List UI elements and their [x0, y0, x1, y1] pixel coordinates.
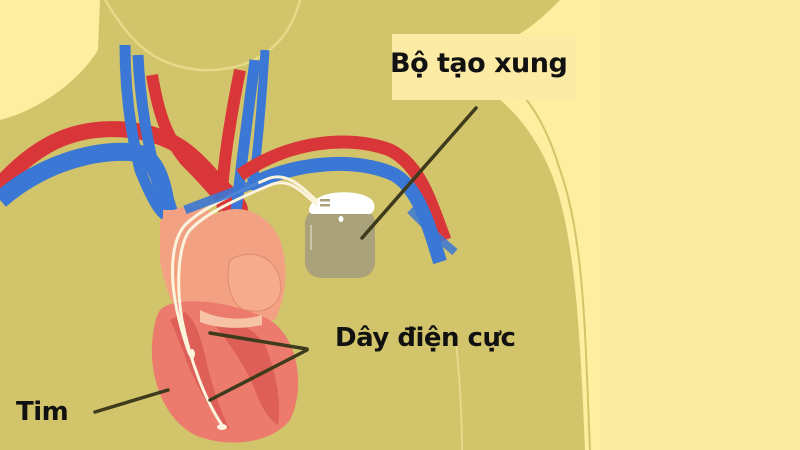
pointer-lead-ventricular: [208, 348, 309, 402]
lead-tip-ventricular: [217, 424, 227, 430]
carotid-right: [215, 68, 246, 213]
superior-vena-cava: [163, 210, 185, 240]
label-leads: Dây điện cực: [335, 323, 516, 353]
pointer-lead-atrial: [208, 331, 309, 351]
neck-vein-left-1: [119, 44, 169, 220]
pacemaker-device: [305, 192, 375, 278]
label-heart: Tim: [16, 397, 69, 427]
label-background: [392, 34, 576, 100]
pointer-heart: [93, 388, 170, 414]
heart-muscle-2: [215, 320, 280, 425]
neck-vein-left-2: [132, 54, 176, 218]
pointer-lines: [93, 106, 478, 414]
label-pulse-generator: Bộ tạo xung: [390, 48, 568, 79]
lead-tip-atrial: [189, 349, 195, 359]
artery-right: [236, 135, 452, 243]
sternum-line: [454, 329, 463, 450]
lead-wires: [170, 175, 320, 426]
vein-right-branch: [407, 207, 458, 256]
vein-overlay: [183, 177, 260, 215]
heart-valve-band: [200, 310, 262, 328]
neck-vein-right-1: [230, 59, 261, 215]
chin-line: [103, 0, 302, 72]
pointer-pulse-generator: [360, 106, 478, 240]
right-atrium: [227, 253, 282, 312]
background-strip: [600, 0, 800, 450]
